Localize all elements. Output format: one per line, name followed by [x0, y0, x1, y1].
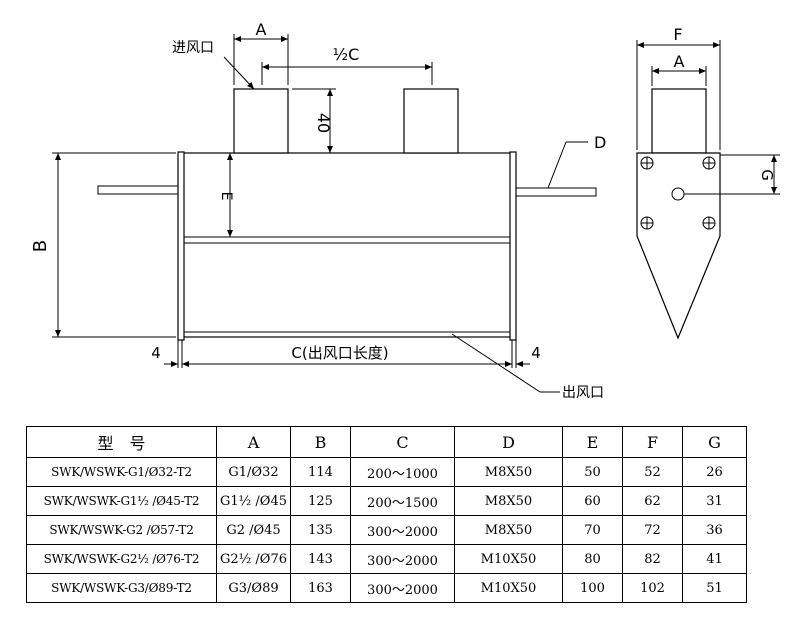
cell-e: 60 — [562, 486, 623, 516]
dim-a-side-label: A — [674, 52, 685, 71]
side-body — [636, 152, 721, 340]
dim-4-left-label: 4 — [151, 344, 161, 362]
header-a: A — [216, 426, 291, 458]
technical-drawing: A 进风口 ½C 40 E B D C(出风口长度) 4 — [30, 20, 780, 401]
header-b: B — [290, 426, 351, 458]
dim-40-label: 40 — [314, 113, 333, 133]
dim-d-label: D — [594, 133, 606, 152]
cell-d: M8X50 — [454, 486, 563, 516]
cell-f: 72 — [622, 515, 683, 545]
table-row: SWK/WSWK-G3/Ø89-T2 G3/Ø89 163 300～2000 M… — [26, 573, 747, 603]
main-body — [181, 152, 513, 338]
dim-e-label: E — [218, 192, 234, 201]
dim-half-c-label: ½C — [333, 45, 360, 64]
cell-g: 51 — [682, 573, 747, 603]
cell-f: 62 — [622, 486, 683, 516]
cell-c: 200～1500 — [350, 486, 455, 516]
side-inlet-pipe — [651, 88, 707, 154]
cell-g: 26 — [682, 457, 747, 487]
cell-g: 36 — [682, 515, 747, 545]
cell-a: G1/Ø32 — [216, 457, 291, 487]
table-row: SWK/WSWK-G1½ /Ø45-T2 G1½ /Ø45 125 200～15… — [26, 486, 747, 516]
dim-4-right-label: 4 — [531, 344, 541, 362]
left-end-plate — [177, 151, 185, 341]
cell-c: 200～1000 — [350, 457, 455, 487]
cell-model: SWK/WSWK-G1/Ø32-T2 — [26, 457, 217, 487]
cell-a: G3/Ø89 — [216, 573, 291, 603]
cell-g: 31 — [682, 486, 747, 516]
cell-model: SWK/WSWK-G3/Ø89-T2 — [26, 573, 217, 603]
side-view: F A G — [636, 25, 780, 340]
cell-a: G1½ /Ø45 — [216, 486, 291, 516]
cell-a: G2 /Ø45 — [216, 515, 291, 545]
dim-c-label: C(出风口长度) — [291, 344, 388, 362]
cell-d: M10X50 — [454, 544, 563, 574]
table-row: SWK/WSWK-G2½ /Ø76-T2 G2½ /Ø76 143 300～20… — [26, 544, 747, 574]
cell-g: 41 — [682, 544, 747, 574]
cell-d: M8X50 — [454, 515, 563, 545]
front-view: A 进风口 ½C 40 E B D C(出风口长度) 4 — [30, 20, 606, 401]
cell-b: 125 — [290, 486, 351, 516]
table-row: SWK/WSWK-G2 /Ø57-T2 G2 /Ø45 135 300～2000… — [26, 515, 747, 545]
cell-e: 80 — [562, 544, 623, 574]
right-mount-bar — [513, 187, 597, 197]
cell-d: M10X50 — [454, 573, 563, 603]
cell-f: 82 — [622, 544, 683, 574]
dim-a-label: A — [256, 20, 267, 39]
header-c: C — [350, 426, 455, 458]
cell-c: 300～2000 — [350, 544, 455, 574]
header-e: E — [562, 426, 623, 458]
cell-b: 114 — [290, 457, 351, 487]
dim-b-label: B — [30, 240, 51, 252]
cell-b: 143 — [290, 544, 351, 574]
cell-f: 102 — [622, 573, 683, 603]
cell-model: SWK/WSWK-G1½ /Ø45-T2 — [26, 486, 217, 516]
cell-f: 52 — [622, 457, 683, 487]
cell-d: M8X50 — [454, 457, 563, 487]
cell-model: SWK/WSWK-G2 /Ø57-T2 — [26, 515, 217, 545]
cell-b: 135 — [290, 515, 351, 545]
spec-table: 型 号 A B C D E F G SWK/WSWK-G1/Ø32-T2 G1/… — [26, 426, 747, 603]
cell-model: SWK/WSWK-G2½ /Ø76-T2 — [26, 544, 217, 574]
cell-e: 70 — [562, 515, 623, 545]
right-inlet-pipe — [403, 88, 459, 154]
cell-b: 163 — [290, 573, 351, 603]
cell-e: 50 — [562, 457, 623, 487]
table-row: SWK/WSWK-G1/Ø32-T2 G1/Ø32 114 200～1000 M… — [26, 457, 747, 487]
cell-e: 100 — [562, 573, 623, 603]
left-mount-bar — [97, 185, 181, 195]
table-header-row: 型 号 A B C D E F G — [26, 426, 747, 458]
cell-c: 300～2000 — [350, 515, 455, 545]
header-g: G — [682, 426, 747, 458]
dim-g-label: G — [758, 169, 776, 181]
header-f: F — [622, 426, 683, 458]
cell-a: G2½ /Ø76 — [216, 544, 291, 574]
right-end-plate — [509, 151, 517, 341]
inlet-label: 进风口 — [172, 40, 214, 56]
outlet-label: 出风口 — [562, 385, 604, 401]
dim-f-label: F — [673, 25, 682, 44]
cell-c: 300～2000 — [350, 573, 455, 603]
header-model: 型 号 — [26, 426, 217, 458]
left-inlet-pipe — [233, 88, 289, 154]
header-d: D — [454, 426, 563, 458]
